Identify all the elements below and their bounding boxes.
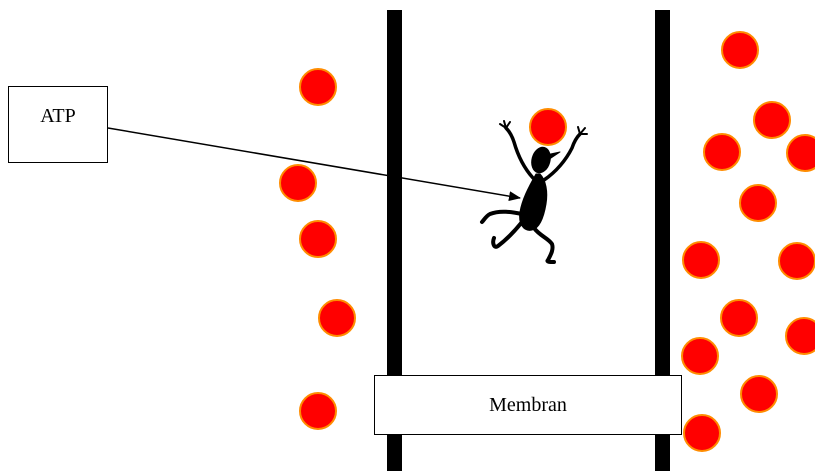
particle <box>740 375 778 413</box>
particle <box>703 133 741 171</box>
membrane-left-line <box>387 10 402 471</box>
particle <box>785 317 815 355</box>
particle <box>786 134 815 172</box>
particle <box>721 31 759 69</box>
particle <box>753 101 791 139</box>
particle <box>318 299 356 337</box>
particle <box>720 299 758 337</box>
particle <box>299 392 337 430</box>
particle-transported <box>529 108 567 146</box>
particles-left <box>279 68 356 430</box>
particles-right <box>681 31 815 452</box>
running-figure-icon <box>480 120 588 264</box>
particle <box>299 68 337 106</box>
membrane-label: Membran <box>489 393 567 416</box>
particle <box>682 241 720 279</box>
membrane-right-line <box>655 10 670 471</box>
particle <box>279 164 317 202</box>
atp-arrow <box>107 127 521 202</box>
particle <box>681 337 719 375</box>
particle <box>778 242 815 280</box>
particle <box>739 184 777 222</box>
atp-label-box: ATP <box>8 86 108 163</box>
particle <box>683 414 721 452</box>
atp-label: ATP <box>40 105 76 127</box>
particle <box>299 220 337 258</box>
membrane-label-box: Membran <box>374 375 682 435</box>
